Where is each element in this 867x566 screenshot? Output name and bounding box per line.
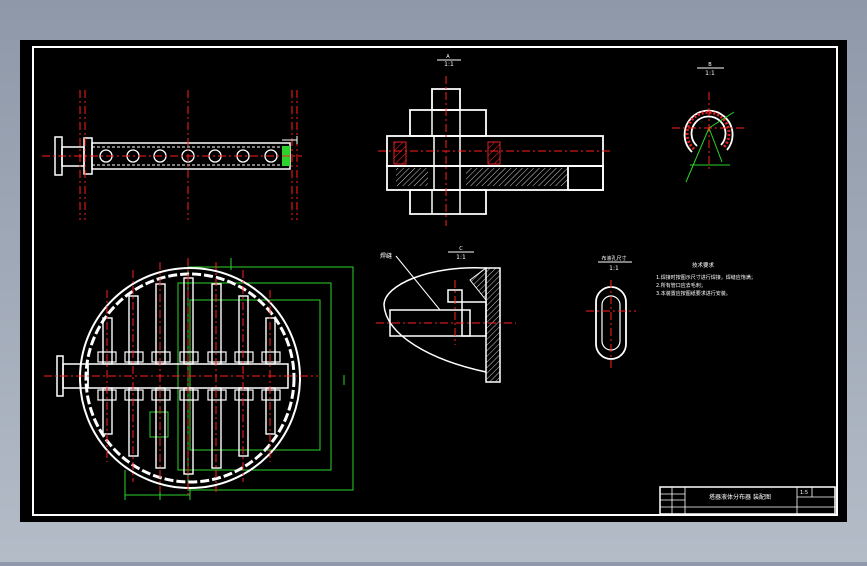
bolt-scale-label: 1:1 [444,61,454,68]
weld-detail-view: C 1:1 焊缝 [376,246,516,383]
slot-detail-view: 布液孔尺寸 1:1 [586,255,636,368]
svg-text:C: C [459,246,463,252]
tech-note-3: 3.本装置应按图纸要求进行安装。 [656,290,731,297]
drawing-sheet [20,40,847,522]
slot-title: 布液孔尺寸 [601,255,626,262]
slot-scale-label: 1:1 [609,265,619,272]
tech-note-2: 2.所有管口应去毛刺； [656,282,706,289]
pipe-front-view [42,90,302,220]
tech-note-1: 1.焊接时按图示尺寸进行焊接，焊缝应饱满； [656,274,756,281]
weld-callout: 焊缝 [380,252,392,260]
tech-notes: 技术要求 1.焊接时按图示尺寸进行焊接，焊缝应饱满； 2.所有管口应去毛刺； 3… [656,261,756,297]
svg-text:A: A [446,54,450,60]
title-block-name: 塔器液体分布器 装配图 [709,493,771,501]
ring-section-view: B 1:1 [672,62,746,183]
drawing-border [32,46,838,516]
bolt-detail-view: A 1:1 [378,54,612,226]
distributor-plan-view [44,258,354,500]
title-block-scale: 1:5 [800,490,808,496]
ring-scale-label: 1:1 [705,70,715,77]
weld-scale-label: 1:1 [456,254,466,261]
svg-text:B: B [708,62,712,68]
title-block: 塔器液体分布器 装配图 1:5 [659,486,836,515]
tech-notes-title: 技术要求 [692,261,715,269]
